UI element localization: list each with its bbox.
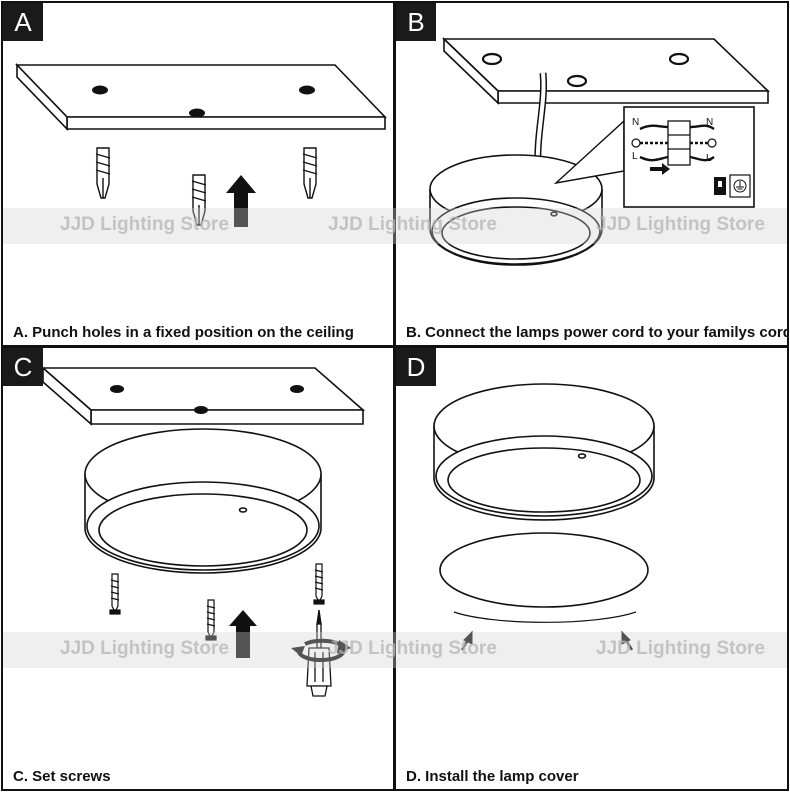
ceiling-hole (290, 385, 304, 393)
live-label: L (706, 153, 712, 164)
panel-c-illustration (40, 366, 366, 697)
ceiling-hole (189, 108, 205, 118)
up-arrow-icon (460, 630, 473, 651)
ceiling-plate (40, 366, 366, 426)
up-arrow-icon (621, 630, 634, 651)
panel-a: A A. Punch holes in a fixed position on … (1, 1, 395, 347)
screw (109, 573, 121, 615)
ceiling-plate (442, 37, 770, 105)
panel-a-illustration (15, 63, 387, 227)
panel-caption: D. Install the lamp cover (406, 768, 579, 785)
lamp-body (84, 428, 322, 574)
panel-b: N N L L B B. Connect the lamps power cor… (394, 1, 789, 347)
ceiling-hole (110, 385, 124, 393)
ground-icon (631, 138, 641, 148)
rotate-icon (297, 638, 346, 663)
ceiling-hole (668, 52, 690, 66)
live-label: L (632, 151, 638, 162)
rotate-arrowhead-icon (291, 646, 305, 656)
ceiling-hole (481, 52, 503, 66)
up-arrow-icon (229, 610, 257, 658)
panel-d-illustration (433, 383, 655, 651)
wall-anchor (191, 174, 207, 226)
up-arrow-icon (226, 175, 256, 227)
watermark-band (3, 632, 787, 668)
watermark: JJD Lighting Store (60, 214, 229, 235)
lamp-body (429, 154, 603, 266)
neutral-label: N (632, 117, 639, 128)
ceiling-hole (194, 406, 208, 414)
panel-caption: C. Set screws (13, 768, 111, 785)
rotate-arrowhead-icon (337, 640, 351, 654)
wall-anchor (95, 147, 111, 199)
wall-anchor (302, 147, 318, 199)
panel-letter: C (3, 348, 43, 386)
lamp-cover (439, 532, 649, 623)
ceiling-plate (15, 63, 387, 131)
panel-caption: B. Connect the lamps power cord to your … (406, 324, 789, 341)
watermark: JJD Lighting Store (596, 214, 765, 235)
screw (205, 599, 217, 641)
ceiling-hole (92, 85, 108, 95)
panel-d: D D. Install the lamp cover (394, 346, 789, 791)
panel-letter: D (396, 348, 436, 386)
lamp-body (433, 383, 655, 521)
panel-letter: B (396, 3, 436, 41)
panel-caption: A. Punch holes in a fixed position on th… (13, 324, 354, 341)
panel-c: C C. Set screws (1, 346, 395, 791)
watermark: JJD Lighting Store (60, 638, 229, 659)
panel-letter: A (3, 3, 43, 41)
right-arrow-icon (650, 163, 670, 175)
watermark: JJD Lighting Store (328, 214, 497, 235)
watermark: JJD Lighting Store (596, 638, 765, 659)
screw (313, 563, 325, 605)
panel-b-illustration: N N L L (429, 37, 770, 266)
neutral-label: N (706, 117, 713, 128)
watermark: JJD Lighting Store (328, 638, 497, 659)
ceiling-hole (566, 74, 588, 88)
wiring-callout (553, 119, 625, 185)
ceiling-hole (299, 85, 315, 95)
ground-icon (707, 138, 717, 148)
watermark-band (3, 208, 787, 244)
